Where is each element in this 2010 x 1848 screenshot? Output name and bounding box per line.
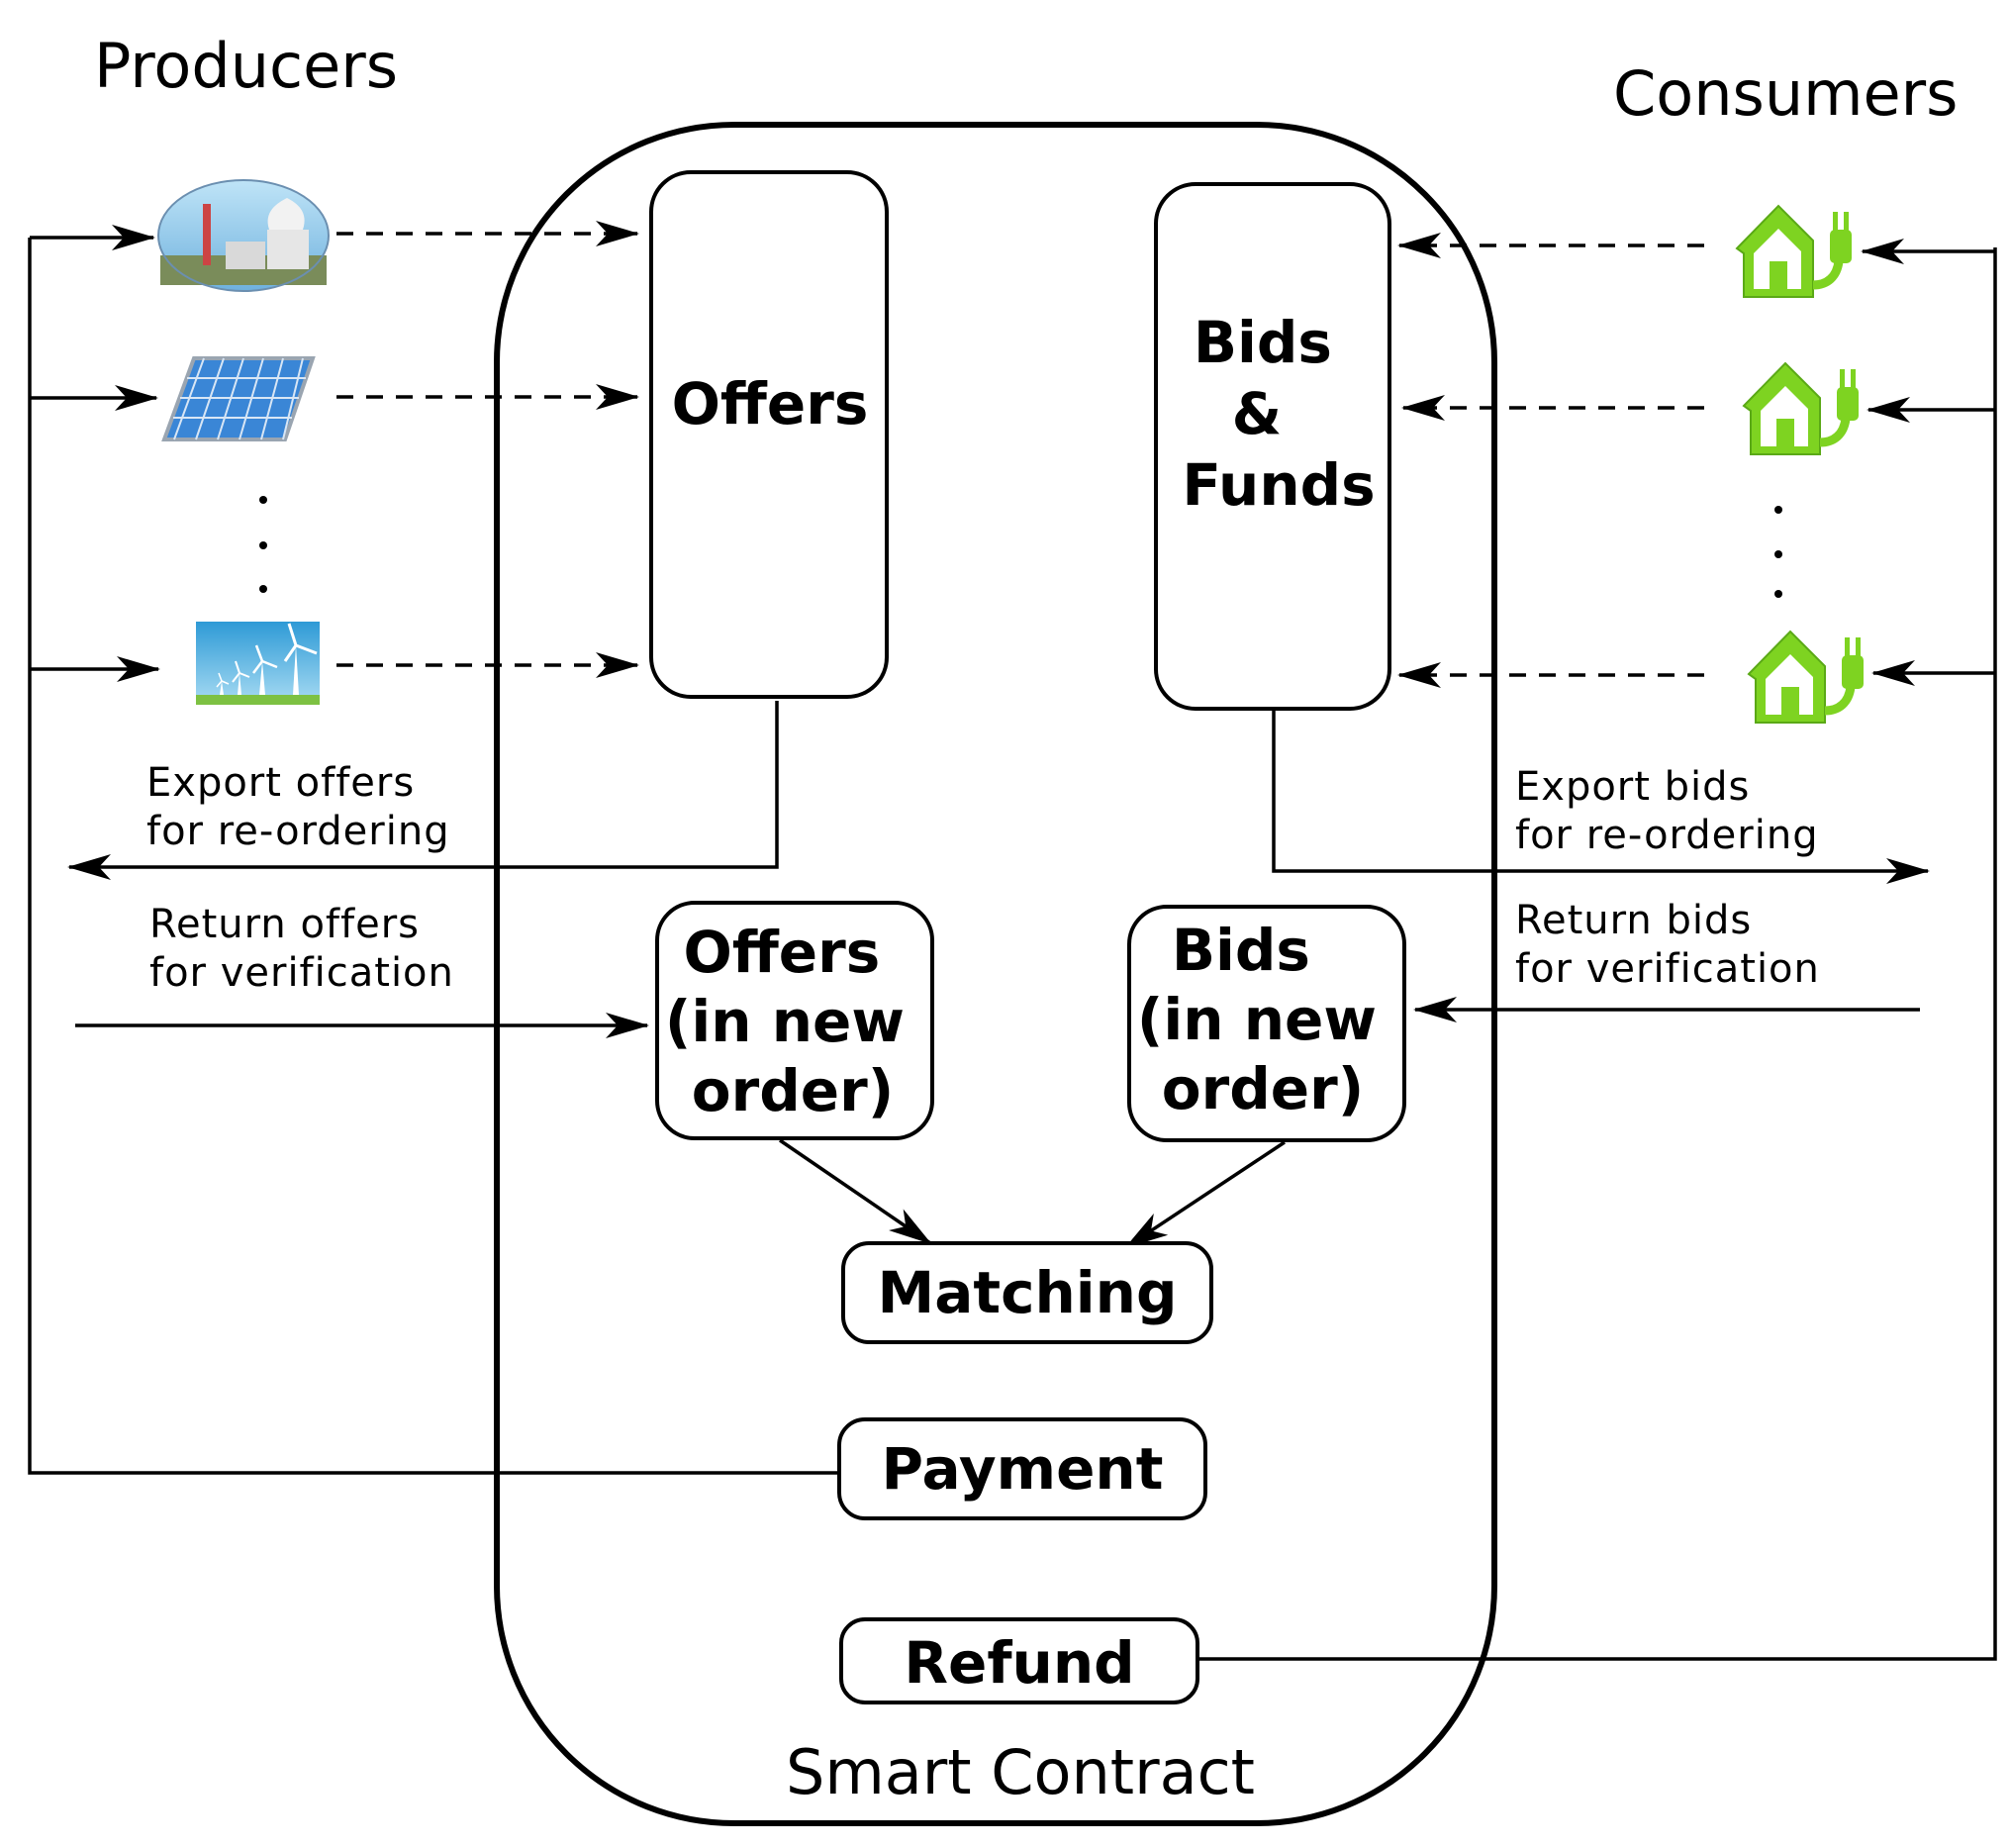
export-bids-arrow xyxy=(1272,711,1930,884)
offers-new-order-line-2: (in new xyxy=(665,988,905,1055)
power-plant-icon xyxy=(157,179,330,292)
bids-new-order-line-3: order) xyxy=(1162,1055,1364,1122)
smart-contract-container xyxy=(494,122,1497,1826)
smart-home-icon xyxy=(1749,632,1864,723)
bids-new-order-line-1: Bids xyxy=(1172,917,1310,984)
bids-new-order-line-2: (in new xyxy=(1137,986,1377,1053)
offers-to-matching-arrow xyxy=(779,1138,932,1245)
export-bids-note-line-2: for re-ordering xyxy=(1515,813,1819,858)
refund-label: Refund xyxy=(904,1629,1134,1697)
smart-home-icon xyxy=(1744,363,1859,454)
export-offers-note-line-1: Export offers xyxy=(146,760,415,806)
bids-funds-line-1: Bids xyxy=(1194,309,1332,376)
return-offers-note-line-1: Return offers xyxy=(149,902,420,947)
producer-feedback-line xyxy=(28,238,839,1475)
bids-funds-line-2: & xyxy=(1232,380,1283,447)
return-offers-note-line-2: for verification xyxy=(149,950,454,996)
export-bids-note: Export bids for re-ordering xyxy=(1515,764,1819,858)
smart-home-icon xyxy=(1737,206,1852,297)
refund-box xyxy=(839,1617,1199,1704)
offers-new-order-box xyxy=(655,901,934,1140)
offers-box xyxy=(649,170,889,699)
consumers-ellipsis xyxy=(1774,506,1782,598)
offers-new-order-line-1: Offers xyxy=(684,919,881,986)
return-offers-note: Return offers for verification xyxy=(149,902,454,996)
offers-box-label: Offers xyxy=(672,370,869,438)
export-offers-note: Export offers for re-ordering xyxy=(146,760,450,854)
export-offers-arrow xyxy=(67,701,779,880)
bids-to-matching-arrow xyxy=(1124,1140,1286,1249)
consumers-heading: Consumers xyxy=(1613,57,1958,130)
payment-label: Payment xyxy=(882,1435,1164,1503)
bids-funds-label: Bids & Funds xyxy=(1182,309,1375,519)
solar-panel-icon xyxy=(161,356,316,441)
export-bids-note-line-1: Export bids xyxy=(1515,764,1750,810)
producers-ellipsis xyxy=(259,496,267,593)
return-bids-note-line-2: for verification xyxy=(1515,946,1820,992)
bids-funds-line-3: Funds xyxy=(1182,451,1375,519)
matching-box xyxy=(841,1241,1213,1344)
smart-contract-label: Smart Contract xyxy=(786,1736,1255,1808)
return-bids-note: Return bids for verification xyxy=(1515,898,1820,992)
wind-turbine-icon xyxy=(196,622,320,705)
bids-new-order-box xyxy=(1127,905,1406,1142)
payment-box xyxy=(837,1417,1207,1520)
bids-funds-box xyxy=(1154,182,1391,711)
offers-new-order-line-3: order) xyxy=(692,1057,894,1124)
bids-new-order-label: Bids (in new order) xyxy=(1137,917,1396,1122)
producers-heading: Producers xyxy=(94,30,398,102)
return-bids-note-line-1: Return bids xyxy=(1515,898,1752,943)
matching-label: Matching xyxy=(878,1259,1178,1326)
consumer-refund-line xyxy=(1199,247,1997,1661)
offers-new-order-label: Offers (in new order) xyxy=(665,919,924,1124)
export-offers-note-line-2: for re-ordering xyxy=(146,809,450,854)
